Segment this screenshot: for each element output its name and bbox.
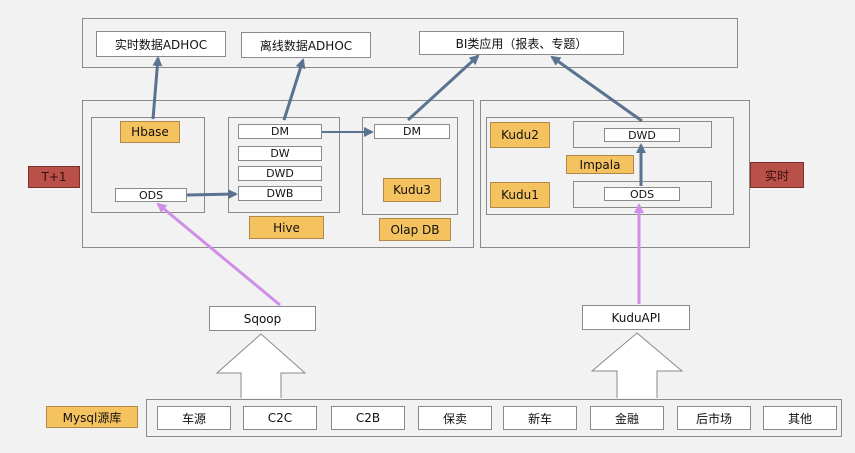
arrow-ods-to-dwb bbox=[186, 189, 238, 200]
mysql-source-label: Mysql源库 bbox=[46, 406, 138, 428]
hive-dwd-box: DWD bbox=[238, 166, 322, 181]
dwd-box: DWD bbox=[604, 128, 680, 142]
sqoop-box: Sqoop bbox=[209, 306, 316, 331]
kudu2-label: Kudu2 bbox=[490, 122, 550, 148]
kudu1-label: Kudu1 bbox=[490, 182, 550, 208]
realtime-tag: 实时 bbox=[750, 162, 804, 188]
arrow-sqoop-to-ods bbox=[156, 202, 281, 307]
hive-dw-box: DW bbox=[238, 146, 322, 161]
impala-label: Impala bbox=[566, 155, 634, 174]
offline-adhoc-box: 离线数据ADHOC bbox=[241, 32, 371, 58]
arrow-hive-to-offline-adhoc bbox=[282, 58, 306, 121]
source-item: C2B bbox=[331, 406, 405, 430]
source-item: 保卖 bbox=[418, 406, 492, 430]
source-item: 后市场 bbox=[677, 406, 751, 430]
source-item: C2C bbox=[243, 406, 317, 430]
kuduapi-box: KuduAPI bbox=[582, 305, 690, 330]
hbase-panel bbox=[91, 117, 205, 213]
hive-dm-box: DM bbox=[238, 124, 322, 139]
batch-t1-tag: T+1 bbox=[28, 166, 80, 188]
realtime-inner-panel bbox=[486, 117, 734, 215]
source-item: 车源 bbox=[157, 406, 231, 430]
arrow-olap-to-bi bbox=[406, 54, 480, 122]
source-item: 新车 bbox=[503, 406, 577, 430]
hive-label: Hive bbox=[249, 216, 324, 239]
arrow-dwd-to-bi bbox=[550, 55, 643, 123]
top-apps-panel bbox=[82, 18, 738, 68]
sources-panel bbox=[146, 399, 842, 437]
kudu3-label: Kudu3 bbox=[383, 178, 441, 202]
ods-box-right: ODS bbox=[604, 187, 680, 201]
arrow-hbase-to-realtime-adhoc bbox=[151, 56, 163, 120]
olap-dm-box: DM bbox=[374, 124, 450, 139]
source-item: 金融 bbox=[590, 406, 664, 430]
batch-layer-panel bbox=[82, 100, 474, 248]
bi-apps-box: BI类应用（报表、专题） bbox=[419, 31, 624, 55]
source-item: 其他 bbox=[763, 406, 837, 430]
hollow-arrow-sources-to-sqoop bbox=[215, 333, 307, 398]
ods-box-left: ODS bbox=[115, 188, 187, 202]
olap-db-label: Olap DB bbox=[379, 218, 451, 241]
hive-dwb-box: DWB bbox=[238, 186, 322, 201]
hbase-label: Hbase bbox=[120, 121, 180, 143]
hollow-arrow-sources-to-kuduapi bbox=[590, 332, 684, 398]
